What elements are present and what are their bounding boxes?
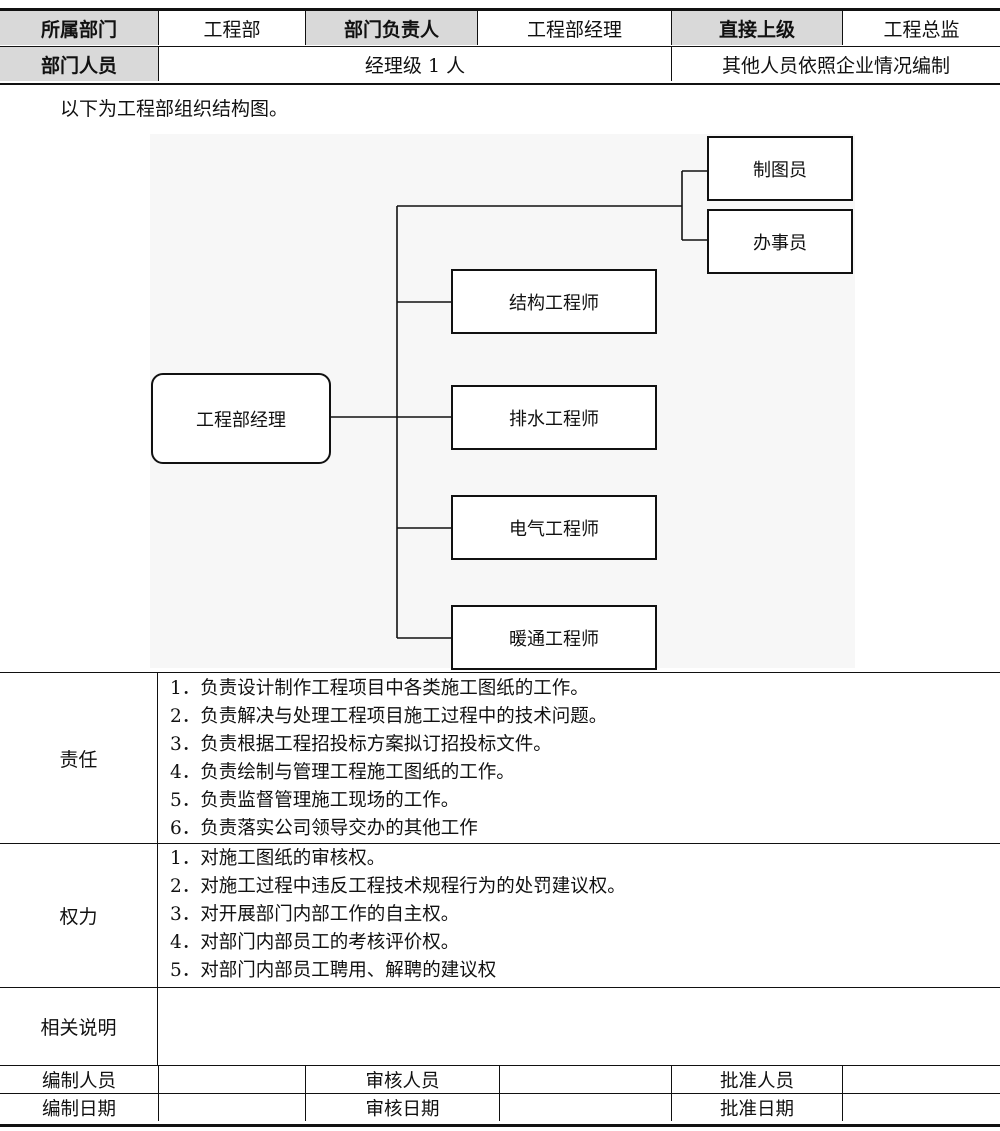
staff-value: 经理级 1 人 (158, 47, 671, 81)
list-item: 4．对部门内部员工的考核评价权。 (170, 932, 460, 953)
list-item: 3．负责根据工程招投标方案拟订招投标文件。 (170, 734, 552, 755)
compiler-value (158, 1066, 305, 1093)
review-date-label: 审核日期 (305, 1094, 499, 1121)
header-row-1: 所属部门 工程部 部门负责人 工程部经理 直接上级 工程总监 (0, 11, 1000, 45)
dept-label: 所属部门 (0, 11, 158, 45)
list-item: 5．对部门内部员工聘用、解聘的建议权 (170, 960, 497, 981)
org-draftsman: 制图员 (707, 136, 853, 201)
approver-value (842, 1066, 1000, 1093)
responsibility-label: 责任 (0, 673, 158, 843)
approve-date-value (842, 1094, 1000, 1121)
list-item: 6．负责落实公司领导交办的其他工作 (170, 818, 478, 839)
org-hvac-engineer: 暖通工程师 (451, 605, 657, 670)
header-row-2: 部门人员 经理级 1 人 其他人员依照企业情况编制 (0, 46, 1000, 81)
head-value: 工程部经理 (477, 11, 671, 45)
authority-section: 权力 1．对施工图纸的审核权。 2．对施工过程中违反工程技术规程行为的处罚建议权… (0, 843, 1000, 987)
list-item: 3．对开展部门内部工作的自主权。 (170, 904, 460, 925)
staff-label: 部门人员 (0, 47, 158, 81)
list-item: 2．负责解决与处理工程项目施工过程中的技术问题。 (170, 706, 608, 727)
footer-row-2: 编制日期 审核日期 批准日期 (0, 1093, 1000, 1121)
approver-label: 批准人员 (671, 1066, 842, 1093)
reviewer-value (499, 1066, 671, 1093)
org-connectors (330, 170, 707, 639)
compile-date-label: 编制日期 (41, 1098, 116, 1120)
superior-label: 直接上级 (671, 11, 842, 45)
approve-date-label: 批准日期 (671, 1094, 842, 1121)
responsibility-section: 责任 1．负责设计制作工程项目中各类施工图纸的工作。 2．负责解决与处理工程项目… (0, 673, 1000, 843)
head-label: 部门负责人 (305, 11, 477, 45)
intro-text: 以下为工程部组织结构图。 (60, 98, 289, 120)
org-clerk: 办事员 (707, 209, 853, 274)
org-electrical-engineer: 电气工程师 (451, 495, 657, 560)
responsibility-list: 1．负责设计制作工程项目中各类施工图纸的工作。 2．负责解决与处理工程项目施工过… (170, 675, 607, 843)
notes-section: 相关说明 (0, 987, 1000, 1065)
staff-note: 其他人员依照企业情况编制 (671, 47, 1000, 81)
review-date-value (499, 1094, 671, 1121)
compiler-label: 编制人员 (41, 1070, 116, 1092)
list-item: 2．对施工过程中违反工程技术规程行为的处罚建议权。 (170, 876, 626, 897)
org-root-manager: 工程部经理 (151, 373, 331, 464)
reviewer-label: 审核人员 (305, 1066, 499, 1093)
compile-date-value (158, 1094, 305, 1121)
list-item: 1．负责设计制作工程项目中各类施工图纸的工作。 (170, 678, 589, 699)
notes-label: 相关说明 (0, 988, 158, 1065)
header-table: 所属部门 工程部 部门负责人 工程部经理 直接上级 工程总监 部门人员 经理级 … (0, 8, 1000, 85)
list-item: 5．负责监督管理施工现场的工作。 (170, 790, 460, 811)
dept-value: 工程部 (158, 11, 305, 45)
org-structural-engineer: 结构工程师 (451, 269, 657, 334)
duties-table: 责任 1．负责设计制作工程项目中各类施工图纸的工作。 2．负责解决与处理工程项目… (0, 672, 1000, 1127)
list-item: 4．负责绘制与管理工程施工图纸的工作。 (170, 762, 515, 783)
authority-list: 1．对施工图纸的审核权。 2．对施工过程中违反工程技术规程行为的处罚建议权。 3… (170, 845, 626, 985)
org-chart: 工程部经理 制图员 办事员 结构工程师 排水工程师 电气工程师 暖通工程师 (150, 134, 855, 670)
superior-value: 工程总监 (842, 11, 1000, 45)
list-item: 1．对施工图纸的审核权。 (170, 848, 386, 869)
org-drainage-engineer: 排水工程师 (451, 385, 657, 450)
authority-label: 权力 (0, 844, 158, 987)
footer-row-1: 编制人员 审核人员 批准人员 (0, 1065, 1000, 1093)
